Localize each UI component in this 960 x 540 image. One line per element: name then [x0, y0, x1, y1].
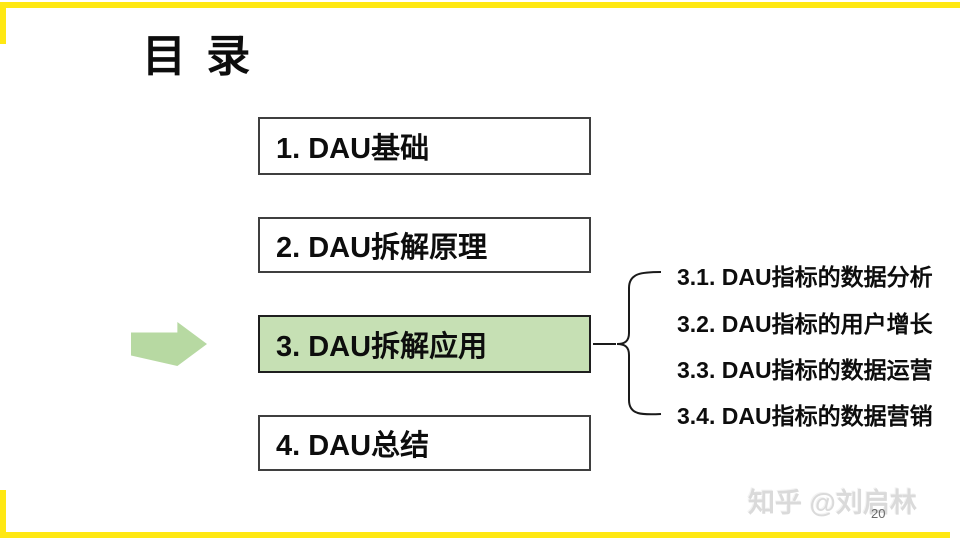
current-section-arrow-icon: [131, 322, 207, 366]
toc-item-2-box: 2. DAU拆解原理: [258, 217, 591, 273]
brace-connector: [593, 271, 662, 416]
toc-sub-item-3-3: 3.3. DAU指标的数据运营: [677, 357, 933, 383]
toc-sub-item-3-1: 3.1. DAU指标的数据分析: [677, 264, 933, 290]
page-number: 20: [871, 506, 886, 521]
toc-sub-item-3-2: 3.2. DAU指标的用户增长: [677, 311, 933, 337]
toc-item-4-box: 4. DAU总结: [258, 415, 591, 471]
page-title: 目 录: [142, 32, 255, 81]
frame-bottom-strip: [6, 532, 950, 538]
frame-left-bottom-strip: [0, 490, 6, 538]
frame-left-top-strip: [0, 2, 6, 44]
toc-item-3-box-highlighted: 3. DAU拆解应用: [258, 315, 591, 373]
frame-top-strip: [6, 2, 960, 8]
watermark: 知乎 @刘启林: [748, 488, 917, 518]
toc-item-1-box: 1. DAU基础: [258, 117, 591, 175]
toc-sub-item-3-4: 3.4. DAU指标的数据营销: [677, 403, 933, 429]
